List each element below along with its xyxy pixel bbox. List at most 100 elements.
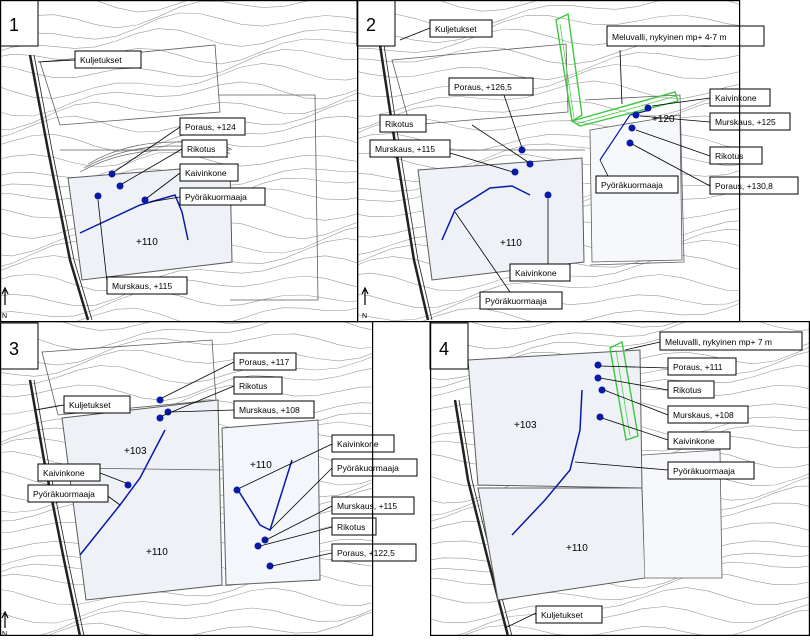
panel-2-labels: Kuljetukset Meluvalli, nykyinen mp+ 4-7 …	[369, 19, 799, 310]
contour-line	[422, 303, 739, 321]
label-text: Poraus, +117	[239, 357, 289, 367]
contour-line	[1, 1, 187, 13]
label-box: Murskaus, +115	[106, 276, 188, 295]
label-text: Rikotus	[239, 381, 267, 391]
panel-1-labels: Kuljetukset Poraus, +124 Rikotus Kaivink…	[74, 50, 266, 295]
panel-2-machine-points	[511, 104, 652, 199]
contour-line	[0, 286, 382, 320]
label-box: Rikotus	[233, 376, 283, 395]
svg-text:3: 3	[9, 339, 19, 359]
label-text: Kaivinkone	[715, 93, 757, 103]
contour-line	[1, 12, 357, 40]
svg-text:4: 4	[439, 339, 449, 359]
contour-line	[40, 607, 372, 635]
panel-2: Kuljetukset Meluvalli, nykyinen mp+ 4-7 …	[356, 0, 799, 321]
label-box: Rikotus	[667, 380, 715, 399]
label-text: Poraus, +124	[185, 122, 236, 132]
label-box: Kuljetukset	[535, 605, 603, 624]
contour-line	[1, 81, 357, 117]
label-text: Pyöräkuormaaja	[337, 463, 399, 473]
panel-3-machine-path-right	[237, 459, 293, 532]
contour-line	[358, 154, 739, 183]
panel-1-road	[28, 54, 93, 321]
label-text: Kuljetukset	[541, 610, 583, 620]
label-box: Rikotus	[181, 139, 228, 158]
panel-2-elevation-lower: +110	[500, 238, 522, 249]
panel-2-leaders	[399, 27, 711, 293]
label-text: Kaivinkone	[515, 268, 557, 278]
label-box: Murskaus, +108	[233, 400, 315, 419]
north-arrow-icon: N	[1, 286, 9, 320]
contour-line	[358, 80, 739, 117]
label-box: Meluvalli, nykyinen mp+ 7 m	[659, 331, 803, 351]
panel-1-elevation: +110	[136, 237, 158, 248]
label-text: Rikotus	[337, 522, 365, 532]
label-text: Poraus, +111	[673, 362, 723, 372]
contour-line	[48, 611, 372, 635]
contour-line	[358, 52, 739, 80]
label-text: Rikotus	[187, 144, 215, 154]
label-text: Poraus, +126,5	[454, 82, 512, 92]
label-text: Kaivinkone	[43, 468, 85, 478]
panel-2-noise-wall	[555, 12, 679, 127]
panel-3-number-box: 3	[0, 322, 39, 370]
panel-4-leaders	[504, 341, 669, 629]
panel-4-noise-wall	[609, 340, 639, 441]
label-text: Murskaus, +125	[715, 117, 776, 127]
contour-line	[1, 291, 357, 318]
panel-4-elevation-lower: +110	[566, 543, 588, 554]
panel-3-elevation-right: +110	[250, 460, 272, 471]
label-text: Pyöräkuormaaja	[673, 466, 735, 476]
contour-line	[1, 356, 372, 386]
contour-line	[469, 322, 678, 330]
contour-line	[463, 609, 809, 635]
label-text: Meluvalli, nykyinen mp+ 4-7 m	[612, 32, 727, 42]
label-box: Kaivinkone	[179, 163, 239, 182]
label-text: Murskaus, +115	[375, 144, 435, 154]
panel-4-machine-points	[594, 361, 606, 421]
panel-3-elevation-left: +110	[146, 547, 168, 558]
panel-4-machine-path	[511, 389, 583, 536]
contour-line	[1, 349, 372, 377]
contour-line	[1, 368, 372, 401]
contour-line	[421, 290, 810, 315]
label-box: Poraus, +126,5	[448, 77, 534, 96]
label-box: Kaivinkone	[331, 434, 395, 453]
label-text: Poraus, +122,5	[337, 548, 395, 558]
contour-line	[1, 333, 372, 366]
contour-line	[358, 64, 739, 98]
label-text: Murskaus, +108	[673, 410, 734, 420]
panel-4-number-box: 4	[429, 322, 469, 370]
contour-line	[1, 255, 357, 292]
contour-line	[421, 280, 810, 309]
contour-line	[358, 91, 739, 130]
panel-2-machine-path-upper	[599, 109, 651, 161]
label-text: Poraus, +130,8	[715, 181, 773, 191]
panel-2-number-box: 2	[356, 0, 396, 47]
panel-3-elevation-upper: +103	[124, 446, 147, 457]
contour-line	[1, 63, 357, 99]
panel-4-east-block	[641, 449, 723, 579]
panel-2-elevation-upper: +120	[652, 114, 675, 125]
label-text: Rikotus	[715, 151, 743, 161]
svg-text:1: 1	[9, 15, 19, 35]
contour-line	[358, 1, 739, 30]
label-text: Murskaus, +115	[112, 281, 172, 291]
contour-line	[61, 322, 254, 331]
panel-3: Poraus, +117 Kuljetukset Rikotus Murskau…	[0, 286, 418, 638]
label-box: Rikotus	[331, 517, 377, 536]
label-text: Kaivinkone	[337, 439, 379, 449]
label-text: Kuljetukset	[80, 55, 122, 65]
contour-line	[358, 134, 739, 169]
contour-line	[358, 274, 739, 308]
panel-4-elevation-upper: +103	[514, 420, 537, 431]
contour-line	[76, 307, 357, 321]
panel-3-leaders	[35, 361, 333, 567]
label-box: Meluvalli, nykyinen mp+ 4-7 m	[606, 25, 765, 47]
label-box: Pyöräkuormaaja	[595, 175, 679, 194]
label-box: Poraus, +111	[667, 357, 737, 376]
panel-1-number-box: 1	[0, 0, 39, 47]
contour-line	[431, 561, 809, 589]
label-box: Kuljetukset	[429, 19, 493, 38]
